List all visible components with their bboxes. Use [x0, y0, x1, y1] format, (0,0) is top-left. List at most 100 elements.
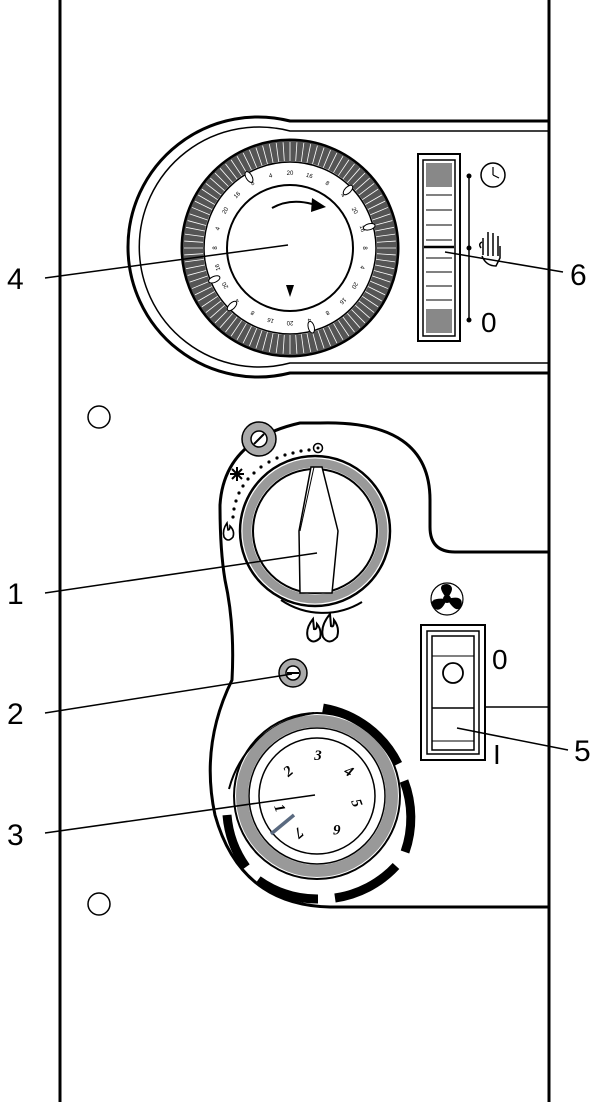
timer-tick: [210, 305, 225, 319]
leader-lines: [44, 244, 569, 834]
timer-hour-label: 20: [286, 319, 293, 325]
timer-tick: [317, 147, 325, 166]
timer-hour-label: 4: [234, 297, 241, 304]
timer-tick: [210, 177, 225, 191]
temperature-knob[interactable]: [238, 454, 392, 608]
mounting-hole-top: [87, 405, 111, 429]
timer-tick: [275, 334, 280, 354]
power-off-label: 0: [492, 644, 508, 675]
timer-tick: [262, 145, 268, 165]
timer-tick: [312, 331, 318, 351]
timer-tick: [236, 156, 247, 173]
timer-hour-label: 8: [213, 246, 219, 250]
timer-tick: [370, 207, 389, 216]
timer-tick: [328, 325, 338, 344]
temperature-scale-arc: [280, 599, 363, 614]
timer-tick: [367, 286, 386, 296]
timer-tick: [191, 207, 210, 216]
timer-tick: [295, 334, 298, 354]
timer-hour-label: 16: [337, 296, 346, 305]
rotation-arrow-icon: [271, 200, 313, 209]
timer-tick: [300, 142, 305, 162]
timer-tick: [342, 316, 355, 333]
timer-hour-label: 4: [339, 192, 346, 199]
timer-tick: [355, 305, 370, 319]
timer-tick: [375, 226, 395, 232]
timer-hour-label: 16: [266, 316, 275, 324]
timer-tick: [347, 168, 361, 183]
timer-tick: [191, 280, 210, 289]
selector-number: 3: [313, 748, 322, 764]
timer-tick: [362, 188, 379, 200]
timer-tick: [373, 270, 393, 276]
timer-hour-label: 20: [222, 206, 231, 215]
timer-tick: [219, 313, 233, 328]
power-switch[interactable]: [420, 624, 486, 761]
callout-5: 5: [574, 735, 591, 768]
timer-housing: [126, 115, 549, 379]
power-on-label: I: [493, 739, 501, 770]
timer-tick: [376, 253, 396, 256]
timer-hour-label: 4: [358, 265, 365, 270]
timer-tick: [370, 280, 389, 289]
timer-segment-pin[interactable]: [362, 222, 376, 231]
timer-hour-label: 4: [268, 173, 273, 180]
timer-tick: [230, 320, 242, 337]
small-flame-icon: [222, 520, 235, 541]
timer-tick: [338, 320, 350, 337]
timer-segment-pin[interactable]: [307, 320, 316, 334]
lower-housing-outline: [208, 421, 549, 909]
timer-tick: [376, 233, 396, 238]
timer-tick: [306, 143, 312, 163]
timer-tick: [185, 226, 205, 232]
timer-tick: [300, 334, 305, 354]
timer-tick: [189, 213, 208, 221]
timer-hour-label: 20: [350, 207, 359, 216]
timer-segment-pin[interactable]: [342, 184, 355, 197]
timer-tick: [184, 253, 204, 256]
timer-segment-pin[interactable]: [208, 274, 221, 284]
timer-mode-switch[interactable]: [417, 153, 461, 342]
timer-tick: [295, 142, 298, 162]
timer-tick: [242, 325, 252, 344]
timer-tick: [242, 152, 252, 171]
timer-segment-pin[interactable]: [243, 170, 254, 183]
timer-hour-label: 8: [361, 246, 367, 250]
timer-tick: [184, 233, 204, 238]
timer-tick: [225, 316, 238, 333]
timer-tick-ring: [184, 142, 396, 354]
eco-dot-icon: [312, 442, 324, 454]
callout-3: 3: [7, 819, 24, 852]
timer-tick: [275, 142, 280, 162]
timer-tick: [376, 240, 396, 243]
timer-tick: [358, 183, 375, 196]
timer-tick: [214, 309, 229, 324]
timer-tick: [262, 331, 268, 351]
timer-tick: [342, 163, 355, 180]
timer-mode-scale: [466, 173, 472, 323]
timer-segment-pin[interactable]: [226, 300, 239, 313]
timer-tick: [187, 220, 207, 226]
timer-tick: [194, 200, 213, 210]
rotation-arrow-head-icon: [311, 198, 326, 212]
timer-tick: [185, 264, 205, 270]
timer-tick: [338, 159, 350, 176]
timer-tick: [201, 188, 218, 200]
temperature-knob-screw[interactable]: [241, 421, 277, 457]
timer-tick: [358, 300, 375, 313]
timer-tick: [184, 258, 204, 263]
timer-tick: [187, 270, 207, 276]
timer-tick: [236, 323, 247, 340]
timer-tick: [214, 172, 229, 187]
selector-dial[interactable]: [222, 703, 416, 904]
large-flame-icon: [306, 611, 339, 643]
timer-hour-label: 8: [249, 308, 255, 315]
timer-hour-label: 20: [221, 280, 230, 289]
timer-tick: [328, 152, 338, 171]
timer-hour-label: 8: [250, 180, 256, 187]
adjustment-screw[interactable]: [278, 658, 308, 688]
selector-pointer: [269, 813, 296, 836]
